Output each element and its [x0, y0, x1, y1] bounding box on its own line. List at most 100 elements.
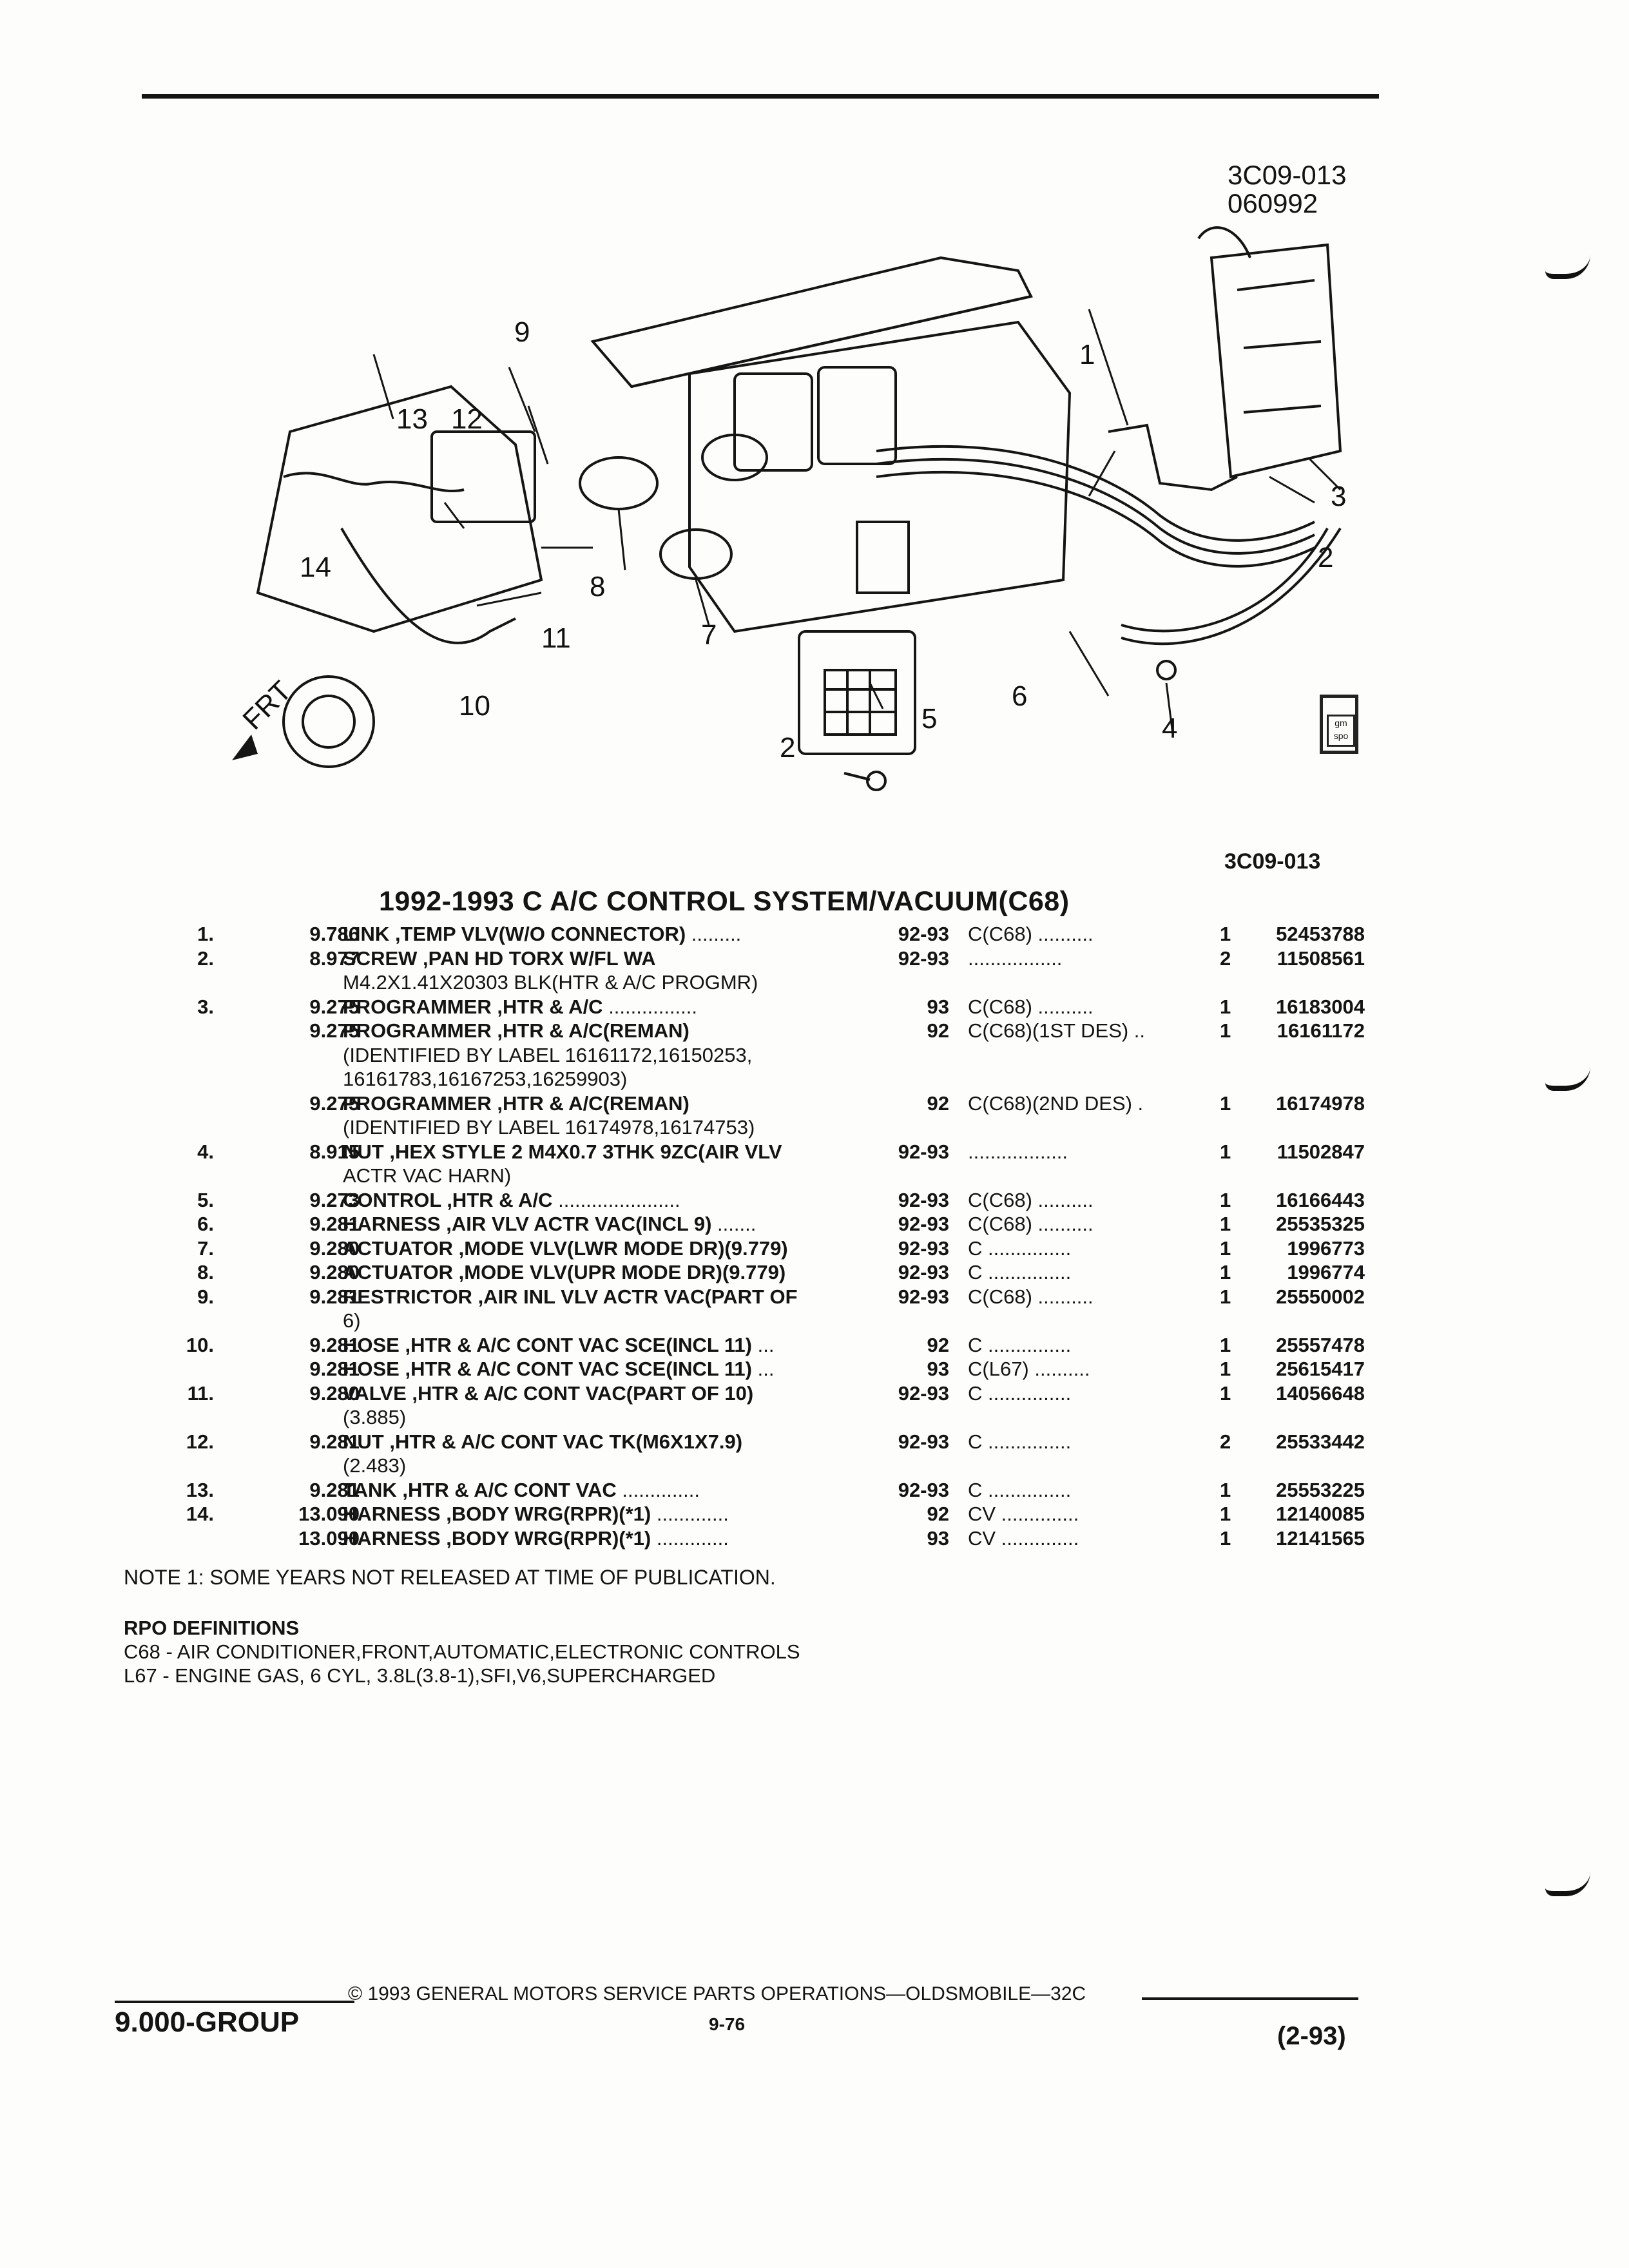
row-part-number: 25550002 [1276, 1285, 1365, 1308]
row-series-code: C(C68)(1ST DES) .. [968, 1019, 1146, 1042]
row-series-code: C ............... [968, 1478, 1072, 1501]
binder-tab-mark [1545, 1066, 1590, 1091]
row-item-number: 3. [197, 995, 214, 1018]
row-model-years: 92-93 [898, 1213, 949, 1235]
row-part-desc: ,MODE VLV(LWR MODE DR)(9.779) [453, 1236, 788, 1260]
row-quantity: 1 [1220, 1140, 1231, 1163]
row-part-number: 11502847 [1277, 1140, 1365, 1163]
row-part-desc: ,MODE VLV(UPR MODE DR)(9.779) [453, 1261, 786, 1283]
row-series-code: C(L67) .......... [968, 1358, 1090, 1380]
row-item-number: 9. [197, 1285, 214, 1308]
row-part-name: TANK [343, 1478, 397, 1501]
row-part-number: 16166443 [1276, 1188, 1365, 1211]
row-description: HARNESS ,BODY WRG(RPR)(*1) ............. [343, 1527, 729, 1550]
row-description: LINK ,TEMP VLV(W/O CONNECTOR) ......... [343, 923, 741, 946]
callout-10: 10 [459, 690, 490, 722]
row-description-continued: 6) [343, 1309, 361, 1332]
callout-9: 9 [514, 316, 530, 348]
row-part-desc: ,HTR & A/C(REMAN) [491, 1091, 689, 1115]
row-part-number: 25557478 [1276, 1333, 1365, 1356]
row-description: SCREW ,PAN HD TORX W/FL WA [343, 947, 656, 970]
row-part-number: 12141565 [1276, 1526, 1365, 1550]
row-quantity: 1 [1220, 1503, 1231, 1525]
row-description: PROGRAMMER ,HTR & A/C(REMAN) [343, 1092, 689, 1115]
row-leader-dots: ... [752, 1358, 775, 1380]
row-part-name: PROGRAMMER [343, 1091, 492, 1115]
row-description-continued: ACTR VAC HARN) [343, 1164, 512, 1187]
row-quantity: 1 [1220, 1526, 1231, 1550]
row-series-code: C(C68) .......... [968, 1285, 1094, 1308]
row-description: RESTRICTOR ,AIR INL VLV ACTR VAC(PART OF [343, 1285, 798, 1309]
row-model-years: 92 [927, 1333, 949, 1356]
row-part-number: 14056648 [1276, 1381, 1365, 1405]
row-group-number: 9.280 [309, 1381, 360, 1405]
row-description: NUT ,HEX STYLE 2 M4X0.7 3THK 9ZC(AIR VLV [343, 1140, 782, 1164]
row-item-number: 2. [197, 947, 214, 970]
row-group-number: 9.273 [309, 1188, 360, 1211]
row-part-desc: ,BODY WRG(RPR)(*1) [440, 1503, 651, 1525]
table-row-continuation: M4.2X1.41X20303 BLK(HTR & A/C PROGMR) [0, 971, 1629, 995]
callout-2-control: 2 [780, 732, 795, 764]
row-part-name: VALVE [343, 1381, 407, 1405]
row-part-number: 1996773 [1287, 1236, 1365, 1260]
row-quantity: 2 [1220, 947, 1231, 970]
row-series-code: C ............... [968, 1261, 1072, 1283]
callout-3: 3 [1331, 481, 1346, 512]
row-leader-dots: ....... [711, 1213, 757, 1235]
row-model-years: 93 [927, 1358, 949, 1380]
row-series-code: C ............... [968, 1381, 1072, 1405]
row-part-name: HOSE [343, 1333, 400, 1356]
row-model-years: 92-93 [898, 1285, 949, 1308]
row-part-desc: ,TEMP VLV(W/O CONNECTOR) [389, 923, 686, 945]
row-leader-dots: ............. [651, 1503, 729, 1525]
row-part-name: HARNESS [343, 1526, 441, 1550]
row-group-number: 9.281 [309, 1430, 360, 1453]
figure-id-line1: 3C09-013 [1228, 160, 1347, 190]
footer-copyright: © 1993 GENERAL MOTORS SERVICE PARTS OPER… [348, 1983, 1086, 2004]
row-group-number: 9.281 [309, 1213, 360, 1235]
row-series-code: C(C68)(2ND DES) . [968, 1091, 1144, 1115]
row-part-desc: ,HTR & A/C(REMAN) [491, 1019, 689, 1042]
row-quantity: 1 [1220, 1188, 1231, 1211]
row-group-number: 9.280 [309, 1236, 360, 1260]
row-description-continued: (IDENTIFIED BY LABEL 16161172,16150253, [343, 1043, 753, 1066]
row-part-desc: ,HTR & A/C [491, 995, 603, 1018]
row-description: VALVE ,HTR & A/C CONT VAC(PART OF 10) [343, 1382, 753, 1405]
row-description-continued: (IDENTIFIED BY LABEL 16174978,16174753) [343, 1116, 755, 1139]
table-row-continuation: (IDENTIFIED BY LABEL 16161172,16150253, [0, 1044, 1629, 1068]
row-part-desc: ,HTR & A/C CONT VAC [396, 1478, 617, 1501]
binder-tab-mark [1545, 255, 1590, 279]
row-leader-dots: ...................... [552, 1188, 680, 1211]
row-part-desc: ,BODY WRG(RPR)(*1) [440, 1526, 651, 1550]
row-model-years: 92-93 [898, 1430, 949, 1453]
footer-date: (2-93) [1277, 2022, 1346, 2050]
row-quantity: 1 [1220, 1091, 1231, 1115]
figure-id-bottom: 3C09-013 [1224, 849, 1321, 874]
row-item-number: 14. [186, 1503, 214, 1525]
row-part-number: 12140085 [1276, 1503, 1365, 1525]
row-part-name: CONTROL [343, 1188, 441, 1211]
row-item-number: 12. [186, 1430, 214, 1453]
row-series-code: ................. [968, 947, 1063, 970]
row-description: NUT ,HTR & A/C CONT VAC TK(M6X1X7.9) [343, 1430, 742, 1454]
row-model-years: 92 [927, 1503, 949, 1525]
gm-spo-logo-text: gm spo [1327, 715, 1355, 747]
rpo-line-l67: L67 - ENGINE GAS, 6 CYL, 3.8L(3.8-1),SFI… [124, 1664, 716, 1687]
row-model-years: 92-93 [898, 923, 949, 945]
note-1: NOTE 1: SOME YEARS NOT RELEASED AT TIME … [124, 1566, 776, 1589]
row-group-number: 9.275 [309, 995, 360, 1018]
row-series-code: C(C68) .......... [968, 1188, 1094, 1211]
row-part-desc: ,HTR & A/C CONT VAC SCE(INCL 11) [399, 1333, 752, 1356]
callout-8: 8 [590, 571, 605, 602]
row-description-continued: (3.885) [343, 1406, 407, 1428]
row-item-number: 5. [197, 1188, 214, 1211]
callout-2-programmer: 2 [1318, 542, 1333, 573]
row-item-number: 4. [197, 1140, 214, 1163]
row-description-continued: M4.2X1.41X20303 BLK(HTR & A/C PROGMR) [343, 971, 758, 994]
